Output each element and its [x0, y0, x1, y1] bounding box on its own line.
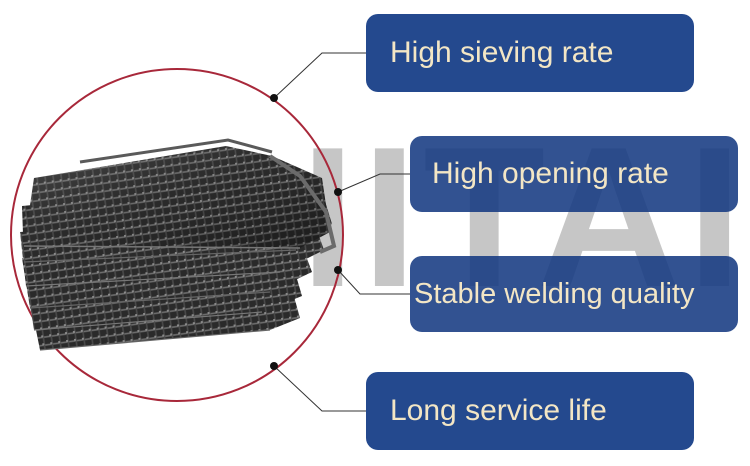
feature-badge-welding: Stable welding quality [410, 256, 738, 332]
feature-badge-opening: High opening rate [410, 136, 738, 212]
feature-label: High sieving rate [390, 36, 614, 69]
product-frame-circle [10, 68, 344, 402]
feature-label: Long service life [390, 394, 607, 427]
feature-label: Stable welding quality [414, 277, 695, 310]
connector-dot [334, 188, 342, 196]
feature-badge-service-life: Long service life [366, 372, 694, 450]
feature-label: High opening rate [432, 157, 669, 190]
connector-dot [270, 94, 278, 102]
feature-badge-sieving: High sieving rate [366, 14, 694, 92]
connector-dot [334, 266, 342, 274]
connector-dot [270, 362, 278, 370]
